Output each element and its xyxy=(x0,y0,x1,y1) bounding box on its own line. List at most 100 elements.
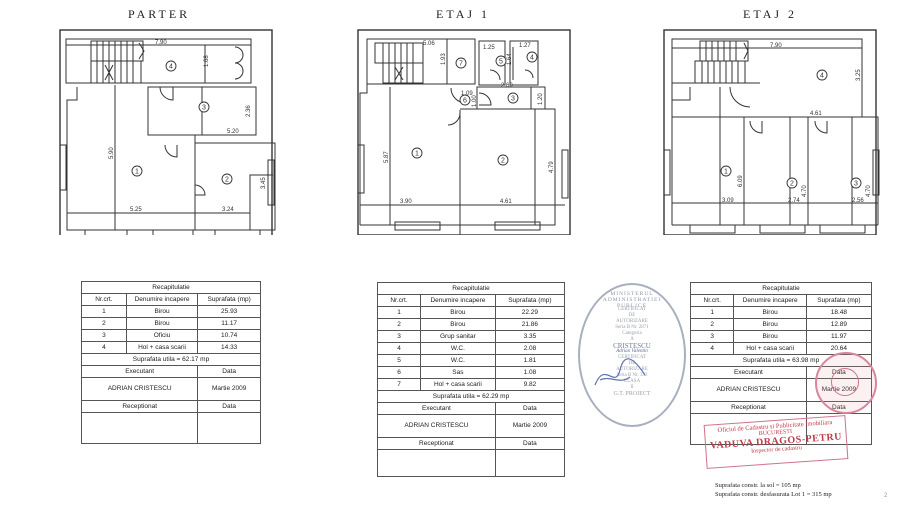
cell: 11.17 xyxy=(197,317,261,330)
executant-label: Executant xyxy=(80,365,199,378)
recap-table-etaj2: Recapitulatie Nr.crt. Denumire incapere … xyxy=(689,282,873,445)
stamp-line: CERTIFICAT xyxy=(617,355,647,360)
cell: Birou xyxy=(733,306,807,319)
dimension-label: 1.25 xyxy=(483,45,495,51)
dimension-label: 4.61 xyxy=(500,199,512,205)
column-header: Suprafata (mp) xyxy=(494,294,566,307)
dimension-label: 4.79 xyxy=(549,161,555,173)
executant-name: ADRIAN CRISTESCU xyxy=(377,414,496,438)
executant-date: Martie 2009 xyxy=(494,414,566,438)
cell: 12.89 xyxy=(805,318,873,331)
stamp-ring-text: MINISTERUL ADMINISTRATIEI PUBLICE xyxy=(602,291,662,309)
cell: 9.82 xyxy=(494,378,566,391)
stairs-icon xyxy=(96,41,145,83)
executant-label: Executant xyxy=(690,366,807,379)
cell: 2 xyxy=(689,318,735,331)
dimension-label: 5.25 xyxy=(130,207,142,213)
table-caption: Recapitulatie xyxy=(377,282,565,295)
cell: 25.93 xyxy=(197,305,261,318)
cell: 1 xyxy=(377,306,421,319)
dimension-label: 5.90 xyxy=(109,147,115,159)
dimension-label: 5.06 xyxy=(423,41,435,47)
cell: Hol + casa scarii xyxy=(733,342,807,355)
executant-name: ADRIAN CRISTESCU xyxy=(690,378,807,402)
room-number: 1 xyxy=(135,169,139,176)
column-header: Denumire incapere xyxy=(420,294,496,307)
cell: 2 xyxy=(81,317,127,330)
room-number: 2 xyxy=(790,181,794,188)
stairs-icon xyxy=(694,40,749,84)
cell: 3.35 xyxy=(494,330,566,343)
dimension-label: 4.61 xyxy=(810,111,822,117)
stamp-line: Seria B Nr. 2871 xyxy=(615,325,649,330)
cell: Birou xyxy=(420,306,496,319)
cell: 1 xyxy=(81,305,127,318)
dimension-label: 2.36 xyxy=(246,105,252,117)
data-label: Data xyxy=(197,365,261,378)
dimension-label: 5.20 xyxy=(227,129,239,135)
cell: Birou xyxy=(733,318,807,331)
dimension-label: 4.70 xyxy=(802,185,808,197)
receptionat-date xyxy=(197,412,261,444)
ground-area-note: Suprafata constr. la sol = 105 mp xyxy=(715,482,801,489)
stamp-line: AUTORIZARE xyxy=(616,367,648,372)
room-number: 3 xyxy=(202,105,206,112)
cell: 10.74 xyxy=(197,329,261,342)
dimension-label: 3.09 xyxy=(722,198,734,204)
dimension-label: 2.74 xyxy=(788,198,800,204)
column-header: Suprafata (mp) xyxy=(197,293,261,306)
table-caption: Recapitulatie xyxy=(81,281,261,294)
cell: 3 xyxy=(81,329,127,342)
dimension-label: 7.90 xyxy=(770,43,782,49)
cell: 7 xyxy=(377,378,421,391)
receptionat-date xyxy=(805,413,873,445)
room-number: 4 xyxy=(820,73,824,80)
room-number: 4 xyxy=(530,55,534,62)
receptionat-date xyxy=(494,449,566,477)
column-header: Denumire incapere xyxy=(125,293,199,306)
column-header: Nr.crt. xyxy=(81,293,127,306)
receptionat-label: Receptionat xyxy=(690,401,807,414)
room-number: 3 xyxy=(511,96,515,103)
footer-notes: Suprafata constr. la sol = 105 mp Supraf… xyxy=(715,481,832,499)
cell: 18.48 xyxy=(805,306,873,319)
room-number: 1 xyxy=(724,169,728,176)
stairs-icon xyxy=(374,42,424,84)
stamp-line: A xyxy=(630,337,634,342)
recap-table-etaj1: Recapitulatie Nr.crt. Denumire incapere … xyxy=(377,282,566,477)
cell: Birou xyxy=(733,330,807,343)
cadastre-round-seal xyxy=(815,352,877,414)
ministry-stamp: MINISTERUL ADMINISTRATIEI PUBLICE CERTIF… xyxy=(578,283,686,427)
cadastre-stamp: Oficiul de Cadastru si Publicitate Imobi… xyxy=(703,415,849,469)
executant-date: Martie 2009 xyxy=(197,377,261,401)
dimension-label: 2.56 xyxy=(852,198,864,204)
cell: Oficiu xyxy=(125,329,199,342)
cell: 2 xyxy=(377,318,421,331)
cell: 6 xyxy=(377,366,421,379)
dimension-label: 3.45 xyxy=(261,177,267,189)
column-header: Nr.crt. xyxy=(689,294,735,307)
cell: 4 xyxy=(377,342,421,355)
total-area: Suprafata utila = 62.17 mp xyxy=(81,353,261,366)
table-caption: Recapitulatie xyxy=(690,282,872,295)
recap-table-parter: Recapitulatie Nr.crt. Denumire incapere … xyxy=(80,281,261,444)
receptionat-signature xyxy=(690,413,807,445)
dimension-label: 7.90 xyxy=(155,40,167,46)
signature-icon xyxy=(594,358,646,386)
cell: Hol + casa scarii xyxy=(125,341,199,354)
receptionat-label: Receptionat xyxy=(80,400,199,413)
total-area: Suprafata utila = 62.29 mp xyxy=(377,390,565,403)
stamp-line: CRISTESCU xyxy=(613,342,651,350)
total-built-area-note: Suprafata constr. desfasurata Lot 1 = 31… xyxy=(715,491,832,498)
dimension-label: 3.25 xyxy=(856,69,862,81)
